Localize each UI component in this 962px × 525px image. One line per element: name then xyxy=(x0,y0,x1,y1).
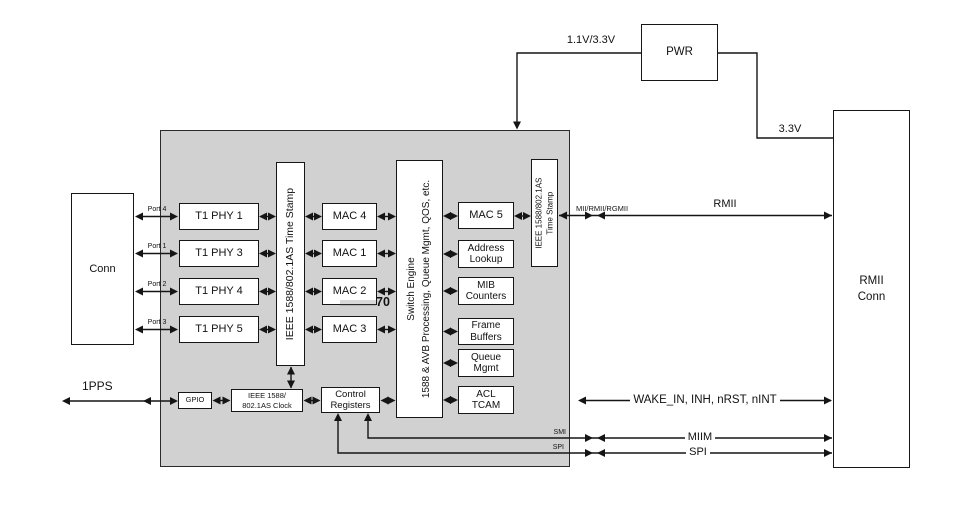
pps-wire xyxy=(62,397,178,405)
clock-label-1: IEEE 1588/ xyxy=(248,390,286,400)
conn-block: Conn xyxy=(71,193,134,345)
timestamp2-label-2: Time Stamp xyxy=(545,191,555,235)
acl-label-2: TCAM xyxy=(471,400,501,411)
address-lookup-label-1: Address xyxy=(467,242,505,254)
mac5-label: MAC 5 xyxy=(469,209,503,222)
rmii-conn-block: RMII Conn xyxy=(833,110,910,468)
timestamp-clock-link xyxy=(287,366,295,389)
mac3-label: MAC 3 xyxy=(332,323,367,336)
gpio-block: GPIO xyxy=(178,392,212,409)
spi-pin-label: SPI xyxy=(552,444,564,451)
clock-label-2: 802.1AS Clock xyxy=(242,400,292,410)
ieee1588-clock-block: IEEE 1588/802.1AS Clock xyxy=(231,389,303,412)
mac3-block: MAC 3 xyxy=(322,316,377,343)
io-rail-label: 3.3V xyxy=(778,123,802,135)
pps-label: 1PPS xyxy=(82,379,113,393)
mib-label-2: Counters xyxy=(465,291,507,302)
smi-miim-wire xyxy=(364,413,832,442)
mac5-timestamp2-link xyxy=(514,212,531,220)
t1-phy-5-block: T1 PHY 5 xyxy=(179,316,259,343)
core-rail-label: 1.1V/3.3V xyxy=(566,34,616,46)
port2-label: Port 2 xyxy=(147,281,167,288)
t1-phy-4-label: T1 PHY 4 xyxy=(195,285,243,298)
phy-timestamp-link xyxy=(259,212,276,334)
pwr-io-rail-wire xyxy=(718,52,833,139)
timestamp1-label: IEEE 1588/802.1AS Time Stamp xyxy=(284,187,297,341)
miim-bus-label: MIIM xyxy=(660,431,740,443)
rmii-bus-label: RMII xyxy=(713,198,737,210)
mac5-block: MAC 5 xyxy=(458,202,514,229)
watermark-number: 70 xyxy=(376,295,390,309)
ctrl-label-2: Registers xyxy=(330,400,371,411)
clock-ctrl-link xyxy=(303,396,321,405)
rmii-conn-label-1: RMII xyxy=(859,274,884,287)
mii-modes-label: MII/RMII/RGMII xyxy=(576,204,629,213)
switch-engine-title: Switch Engine xyxy=(406,257,418,321)
mac1-label: MAC 1 xyxy=(332,247,367,260)
gpio-label: GPIO xyxy=(185,395,205,405)
timestamp-mac-link xyxy=(305,212,322,334)
timestamp2-block: IEEE 1588/802.1AS Time Stamp xyxy=(531,159,558,267)
ctrl-engine-link xyxy=(380,396,396,405)
port3-label: Port 3 xyxy=(147,319,167,326)
pwr-block: PWR xyxy=(641,24,718,81)
t1-phy-1-block: T1 PHY 1 xyxy=(179,203,259,230)
frame-label-1: Frame xyxy=(471,320,501,331)
wake-signals-label: WAKE_IN, INH, nRST, nINT xyxy=(580,394,830,406)
mac4-label: MAC 4 xyxy=(332,210,367,223)
address-lookup-label-2: Lookup xyxy=(469,254,503,265)
queue-label-2: Mgmt xyxy=(473,363,499,374)
mac2-label: MAC 2 xyxy=(332,285,367,298)
switch-engine-subtitle: 1588 & AVB Processing, Queue Mgmt, QOS, … xyxy=(421,179,433,399)
t1-phy-4-block: T1 PHY 4 xyxy=(179,278,259,305)
watermark-smudge xyxy=(340,300,376,306)
conn-label: Conn xyxy=(89,262,116,275)
mac1-block: MAC 1 xyxy=(322,240,377,267)
timestamp2-label-1: IEEE 1588/802.1AS xyxy=(534,177,544,249)
spi-bus-label: SPI xyxy=(658,446,738,458)
smi-pin-label: SMI xyxy=(553,429,566,436)
conn-phy-link xyxy=(135,212,178,334)
switch-engine-block: Switch Engine 1588 & AVB Processing, Que… xyxy=(396,160,443,418)
ctrl-label-1: Control xyxy=(335,388,366,400)
rmii-conn-label-2: Conn xyxy=(857,291,886,303)
mib-label-1: MIB xyxy=(477,279,495,291)
port4-label: Port 4 xyxy=(147,206,167,213)
mac-engine-link xyxy=(377,212,396,334)
pwr-core-rail-wire xyxy=(513,52,641,130)
queue-label-1: Queue xyxy=(470,351,502,363)
port1-label: Port 1 xyxy=(147,243,167,250)
frame-label-2: Buffers xyxy=(470,331,502,343)
t1-phy-1-label: T1 PHY 1 xyxy=(195,210,243,223)
mac4-block: MAC 4 xyxy=(322,203,377,230)
t1-phy-5-label: T1 PHY 5 xyxy=(195,323,243,336)
timestamp1-block: IEEE 1588/802.1AS Time Stamp xyxy=(276,162,305,366)
mac2-block: MAC 2 xyxy=(322,278,377,305)
gpio-clock-link xyxy=(212,396,231,405)
spi-wire xyxy=(334,413,832,457)
t1-phy-3-label: T1 PHY 3 xyxy=(195,247,243,260)
engine-right-link xyxy=(443,212,458,404)
pwr-label: PWR xyxy=(666,45,693,58)
rmii-bus-wire xyxy=(559,211,832,220)
t1-phy-3-block: T1 PHY 3 xyxy=(179,240,259,267)
acl-label-1: ACL xyxy=(476,388,496,400)
